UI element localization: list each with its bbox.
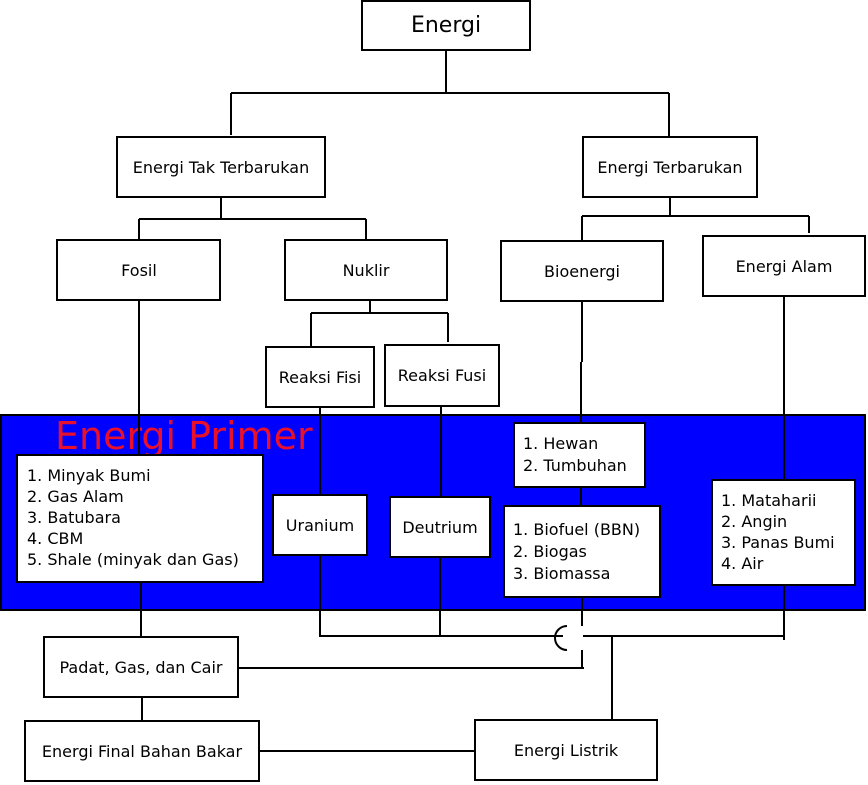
- energi-listrik-node: Energi Listrik: [474, 719, 658, 781]
- alam-list-item: 3. Panas Bumi: [721, 533, 835, 552]
- fosil-list-item: 1. Minyak Bumi: [27, 466, 151, 485]
- bio-source-item: 2. Tumbuhan: [523, 456, 627, 475]
- bio-product-item: 2. Biogas: [513, 542, 587, 561]
- svg-text:Reaksi Fisi: Reaksi Fisi: [279, 368, 361, 387]
- svg-text:Energi: Energi: [411, 13, 481, 38]
- svg-text:Deutrium: Deutrium: [402, 518, 477, 537]
- deutrium-node: Deutrium: [389, 496, 491, 558]
- bio-products-box: 1. Biofuel (BBN) 2. Biogas 3. Biomassa: [503, 505, 661, 598]
- padat-gas-cair-node: Padat, Gas, dan Cair: [43, 636, 239, 698]
- svg-text:Energi Terbarukan: Energi Terbarukan: [597, 158, 742, 177]
- svg-text:Reaksi Fusi: Reaksi Fusi: [398, 366, 486, 385]
- bio-product-item: 3. Biomassa: [513, 564, 610, 583]
- bio-source-item: 1. Hewan: [523, 434, 598, 453]
- energi-primer-title: Energi Primer: [55, 414, 313, 458]
- energi-alam-node: Energi Alam: [702, 235, 866, 297]
- uranium-node: Uranium: [272, 494, 368, 556]
- svg-text:Padat, Gas, dan Cair: Padat, Gas, dan Cair: [59, 658, 222, 677]
- fosil-node: Fosil: [56, 239, 221, 301]
- bio-sources-box: 1. Hewan 2. Tumbuhan: [513, 422, 646, 488]
- fosil-list-item: 2. Gas Alam: [27, 487, 124, 506]
- energi-terbarukan-node: Energi Terbarukan: [582, 136, 758, 198]
- alam-list-item: 1. Mataharii: [721, 491, 816, 510]
- svg-text:Energi Tak Terbarukan: Energi Tak Terbarukan: [133, 158, 309, 177]
- energi-node: Energi: [361, 0, 531, 51]
- fosil-list-item: 5. Shale (minyak dan Gas): [27, 550, 239, 569]
- svg-text:Energi Alam: Energi Alam: [736, 257, 833, 276]
- svg-text:Nuklir: Nuklir: [343, 261, 390, 280]
- svg-text:Uranium: Uranium: [286, 516, 354, 535]
- svg-text:Energi Final Bahan Bakar: Energi Final Bahan Bakar: [42, 742, 243, 761]
- bio-product-item: 1. Biofuel (BBN): [513, 520, 640, 539]
- svg-text:Energi Listrik: Energi Listrik: [514, 741, 619, 760]
- fosil-list-item: 3. Batubara: [27, 508, 121, 527]
- svg-text:Bioenergi: Bioenergi: [544, 262, 620, 281]
- fosil-list-box: 1. Minyak Bumi 2. Gas Alam 3. Batubara 4…: [16, 454, 264, 583]
- svg-text:Fosil: Fosil: [121, 261, 157, 280]
- alam-list-item: 2. Angin: [721, 512, 787, 531]
- bioenergi-node: Bioenergi: [500, 240, 664, 302]
- reaksi-fusi-node: Reaksi Fusi: [384, 344, 500, 407]
- energi-final-bahan-bakar-node: Energi Final Bahan Bakar: [24, 720, 260, 782]
- connector-lines: [138, 50, 810, 752]
- nuklir-node: Nuklir: [284, 239, 448, 301]
- energi-tak-terbarukan-node: Energi Tak Terbarukan: [116, 136, 326, 198]
- alam-list-item: 4. Air: [721, 554, 764, 573]
- fosil-list-item: 4. CBM: [27, 529, 83, 548]
- alam-list-box: 1. Mataharii 2. Angin 3. Panas Bumi 4. A…: [711, 479, 856, 586]
- reaksi-fisi-node: Reaksi Fisi: [265, 346, 375, 408]
